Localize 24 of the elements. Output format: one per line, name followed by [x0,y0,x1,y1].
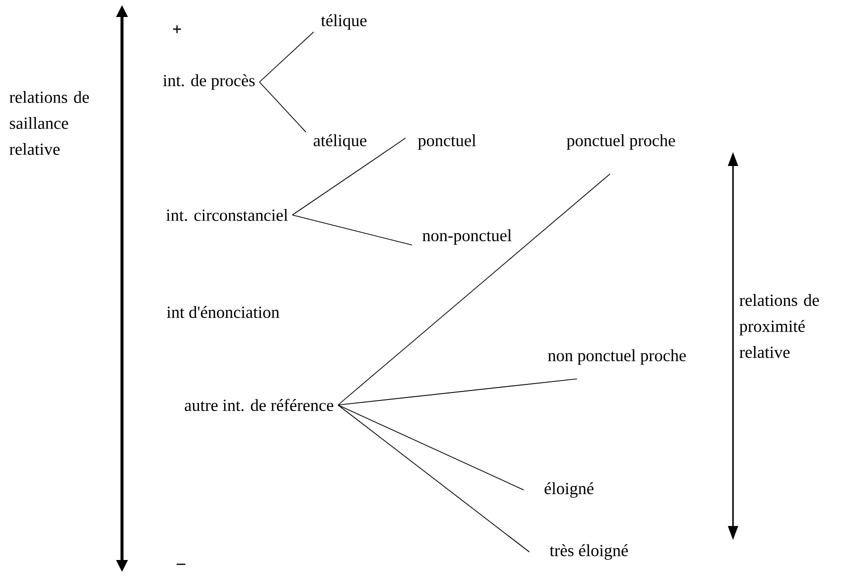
minus-sign: – [176,564,186,565]
plus-sign: + [173,25,181,34]
branch-line [259,32,314,82]
tree-label: int. de procès [163,74,255,90]
branch-line [259,82,306,132]
tree-label: atélique [314,134,366,150]
axis-label: relations de proximité relative [739,294,819,358]
tree-label: ponctuel proche [566,134,675,150]
tree-label: ponctuel [418,134,476,150]
axis-label: relations de saillance relative [10,91,89,155]
tree-label: éloigné [544,482,594,498]
branch-line [338,404,524,490]
tree-label: télique [321,14,367,30]
tree-label: int d'énonciation [166,306,280,318]
branch-line [338,404,530,552]
branch-line [292,214,412,246]
tree-label: non-ponctuel [422,229,512,245]
tree-label: non ponctuel proche [548,349,686,365]
tree-label: int. circonstanciel [166,208,288,221]
branch-line [338,378,578,406]
tree-label: très éloigné [550,544,628,560]
tree-label: autre int. de référence [184,398,334,412]
branch-line [338,174,610,406]
branch-line [292,138,406,216]
